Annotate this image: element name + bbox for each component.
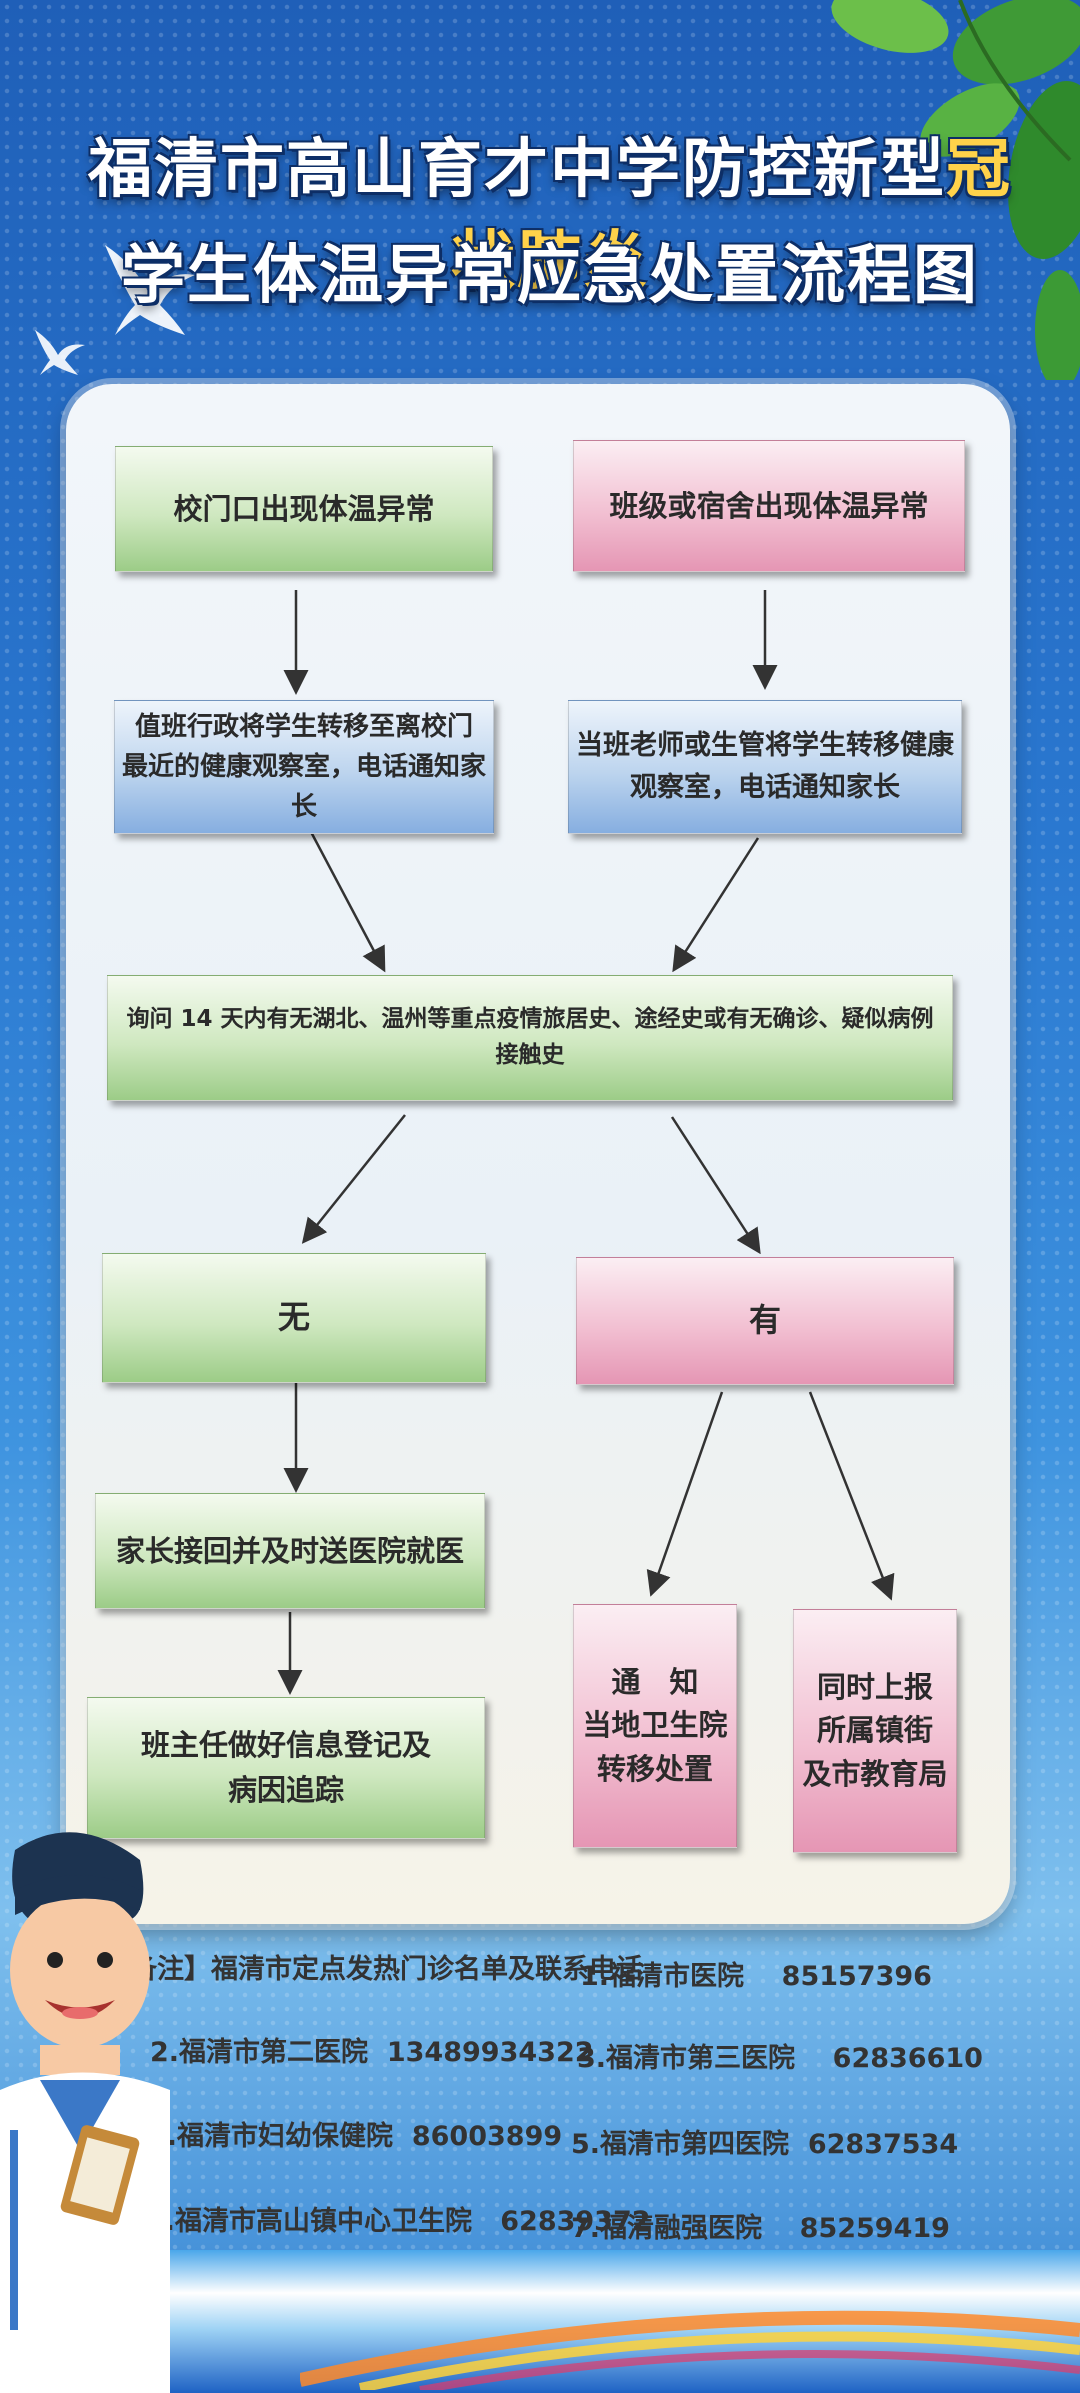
arrow-teacher-to-inquiry: [672, 837, 760, 973]
notes-header: 备注】福清市定点发热门诊名单及联系电话: [130, 1954, 643, 1985]
report-box: 同时上报 所属镇街 及市教育局: [793, 1609, 957, 1853]
yes-box: 有: [576, 1257, 954, 1385]
inquiry-box: 询问 14 天内有无湖北、温州等重点疫情旅居史、途经史或有无确诊、疑似病例接触史: [107, 975, 953, 1101]
title-line-2: 学生体温异常应急处置流程图: [121, 239, 979, 313]
small-dove-icon: [35, 330, 85, 375]
rainbow-swoosh: [300, 2310, 1080, 2390]
arrow-yes-to-report: [808, 1391, 895, 1601]
arrow-inquiry-to-yes: [670, 1116, 761, 1255]
hospital-6: 6.福清市高山镇中心卫生院 62839372: [146, 2206, 651, 2237]
title-line-1: 福清市高山育才中学防控新型冠状肺炎: [88, 133, 1012, 299]
hospital-1: 1.福清市医院 85157396: [580, 1961, 932, 1992]
dove-icon: [105, 245, 195, 335]
hospital-3: 3.福清市第三医院 62836610: [577, 2043, 983, 2074]
no-box: 无: [102, 1253, 486, 1383]
parent-pickup-box: 家长接回并及时送医院就医: [95, 1493, 485, 1609]
hospital-5: 5.福清市第四医院 62837534: [571, 2129, 959, 2160]
hospital-4: 4.福清市妇幼保健院 86003899: [148, 2121, 563, 2152]
gate-abnormal-box: 校门口出现体温异常: [115, 446, 493, 572]
hospital-2: 2.福清市第二医院 13489934322: [150, 2037, 594, 2068]
leaves-decoration: [831, 0, 1080, 380]
hospital-7: 7.福清融强医院 85259419: [571, 2213, 950, 2244]
notify-clinic-box: 通 知 当地卫生院 转移处置: [573, 1604, 737, 1848]
arrow-yes-to-notify: [646, 1391, 724, 1597]
doctor-cartoon-icon: [0, 1832, 170, 2393]
admin-transfer-box: 值班行政将学生转移至离校门 最近的健康观察室，电话通知家长: [114, 700, 494, 834]
class-abnormal-box: 班级或宿舍出现体温异常: [573, 440, 965, 572]
teacher-transfer-box: 当班老师或生管将学生转移健康 观察室，电话通知家长: [568, 700, 962, 834]
arrow-admin-to-inquiry: [308, 829, 386, 973]
arrow-inquiry-to-no: [301, 1114, 406, 1244]
record-tracking-box: 班主任做好信息登记及 病因追踪: [87, 1697, 485, 1839]
